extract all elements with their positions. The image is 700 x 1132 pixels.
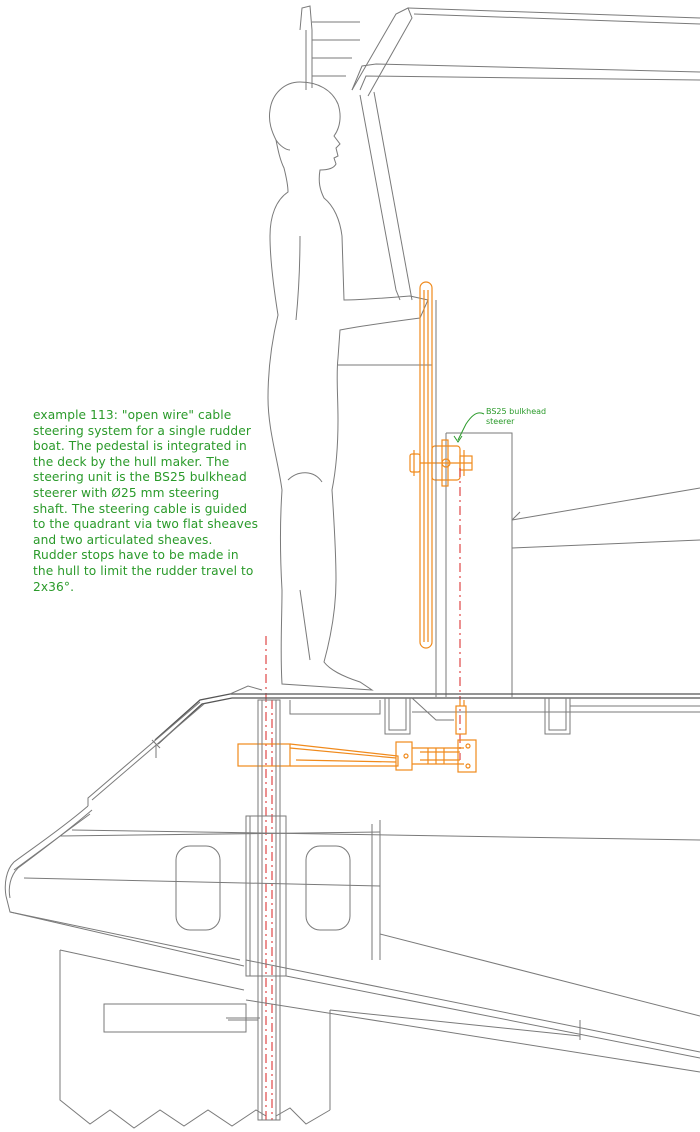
deck	[87, 685, 700, 806]
callout-leader	[457, 412, 485, 441]
description-line: steerer with Ø25 mm steering	[33, 485, 220, 500]
description-line: steering system for a single rudder	[33, 423, 251, 438]
description-line: to the quadrant via two flat sheaves	[33, 517, 259, 532]
description-line: the hull to limit the rudder travel to	[33, 563, 254, 578]
bs25-bulkhead-steerer	[409, 439, 473, 487]
bimini-frame	[299, 5, 700, 301]
keel	[59, 949, 331, 1129]
callout-arrowhead	[453, 435, 463, 443]
centerlines	[265, 468, 461, 1120]
callout-line: BS25 bulkhead	[486, 407, 547, 416]
description-line: 2x36°.	[33, 579, 75, 594]
description-line: steering unit is the BS25 bulkhead	[33, 470, 247, 485]
description-line: boat. The pedestal is integrated in	[33, 439, 247, 454]
description-line: the deck by the hull maker. The	[33, 454, 230, 469]
bs25-callout-label: BS25 bulkhead steerer	[486, 407, 546, 427]
hull	[4, 805, 700, 1110]
deckhouse	[338, 364, 700, 697]
rudder-stock	[245, 699, 287, 1121]
callout-line: steerer	[486, 417, 515, 426]
description-line: shaft. The steering cable is guided	[33, 501, 248, 516]
description-text: example 113: "open wire" cable steering …	[33, 408, 273, 595]
description-line: Rudder stops have to be made in	[33, 548, 239, 563]
steering-wheel	[419, 281, 433, 649]
quadrant-assembly	[237, 700, 477, 773]
description-line: and two articulated sheaves.	[33, 532, 213, 547]
description-line: example 113: "open wire" cable	[33, 408, 232, 422]
person-silhouette	[267, 81, 429, 691]
